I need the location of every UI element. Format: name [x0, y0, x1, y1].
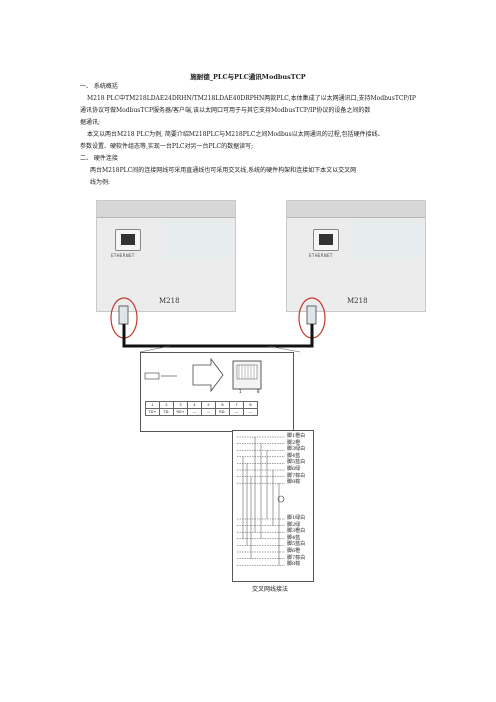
plc-left-label: M218: [159, 297, 180, 305]
pinout-signal-row: TD+ TD- RD+ — — RD- — —: [145, 408, 258, 416]
rj45-pinout-box: 1 8 1 2 3 4 5 6 7 8 TD+ TD- RD+ — — RD- …: [140, 352, 294, 432]
section1-line4: 本文以两台M218 PLC为例, 简要介绍M218PLC与M218PLC之间Mo…: [87, 131, 384, 138]
wire-label: 脚4蓝: [287, 534, 301, 541]
wire-label: 脚8棕: [287, 479, 301, 486]
section1-line1: M218 PLC中TM218LDAE24DRHN/TM218LDAE40DRPH…: [87, 95, 416, 102]
wire-label: 脚5蓝白: [287, 541, 306, 548]
plc-left-panel: [163, 221, 233, 259]
wire-label: 脚2绿: [287, 521, 301, 528]
wire-label: 脚5蓝白: [287, 459, 306, 466]
wire-label: 脚1橙白: [287, 433, 306, 439]
plc-right-label: M218: [347, 297, 368, 305]
wire-label: 脚6橙: [287, 547, 301, 554]
section2-heading: 二、 硬件连接: [80, 155, 118, 162]
wire-label: 脚7棕白: [287, 554, 306, 561]
pin-number-8: 8: [257, 389, 260, 394]
plc-right-ethernet-port: [313, 229, 339, 251]
wire-label: 脚8棕: [287, 561, 301, 568]
plc-right-terminals: [287, 201, 425, 218]
pinout-cell: —: [243, 408, 258, 416]
wire-list-top: 脚1橙白 脚2橙 脚3绿白 脚4蓝 脚5蓝白 脚6绿 脚7棕白 脚8棕: [287, 433, 305, 486]
section2-line1: 两台M218PLC间的连接网线可采用直通线也可采用交叉线,系统的硬件构架和连接如…: [90, 167, 357, 174]
pin-number-1: 1: [239, 389, 242, 394]
rj45-connector-icon: [144, 357, 262, 393]
pinout-number-row: 1 2 3 4 5 6 7 8: [145, 401, 258, 409]
wire-label: 脚4蓝: [287, 452, 301, 459]
section1-line2: 通讯协议可做ModbusTCP服务器/客户端,该以太网口可用于与其它支持Modb…: [80, 107, 371, 114]
wire-label: 脚6绿: [287, 465, 301, 472]
plc-right-ethernet-label: ETHERNET: [309, 253, 333, 258]
plc-left: ETHERNET M218: [96, 200, 236, 312]
figure-caption: 交叉网线接法: [252, 586, 289, 593]
crossover-wiring-lines: [237, 436, 285, 566]
wire-label: 脚7棕白: [287, 472, 306, 479]
wire-list-bottom: 脚1绿白 脚2绿 脚3橙白 脚4蓝 脚5蓝白 脚6橙 脚7棕白 脚8棕: [287, 515, 305, 568]
section1-line3: 据通讯;: [80, 119, 101, 126]
section1-line5: 参数设置、硬软件组态等,实现一台PLC对另一台PLC的数据读写;: [80, 143, 254, 150]
page-title: 施耐德_PLC与PLC通讯ModbusTCP: [190, 73, 306, 81]
wire-label: 脚3绿白: [287, 446, 306, 453]
crossover-wiring-box: 脚1橙白 脚2橙 脚3绿白 脚4蓝 脚5蓝白 脚6绿 脚7棕白 脚8棕 脚1绿白…: [232, 430, 314, 582]
plc-right-panel: [353, 221, 423, 259]
wire-label: 脚2橙: [287, 439, 301, 446]
plc-left-ethernet-label: ETHERNET: [111, 253, 135, 258]
plc-left-ethernet-port: [115, 229, 141, 251]
pinout-table: 1 2 3 4 5 6 7 8 TD+ TD- RD+ — — RD- — —: [145, 401, 258, 416]
section2-line2: 线为例:: [90, 179, 111, 186]
wire-label: 脚1绿白: [287, 515, 306, 521]
wire-label: 脚3橙白: [287, 528, 306, 535]
plc-left-terminals: [97, 201, 235, 218]
plc-right: ETHERNET M218: [286, 200, 426, 312]
section1-heading: 一、 系统概括: [80, 83, 118, 90]
